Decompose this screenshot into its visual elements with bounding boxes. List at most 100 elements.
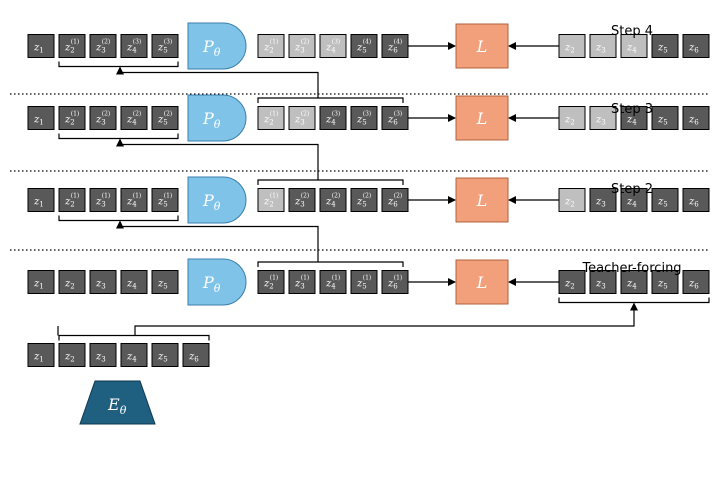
predictor-label: Pθ (202, 273, 221, 295)
output-cell-label: z2(1) (263, 111, 278, 127)
output-cell-label: z5(3) (356, 111, 371, 127)
output-cell-label: z6(1) (387, 275, 402, 291)
target-cell-label: z6 (688, 279, 699, 291)
input-bracket (58, 215, 179, 222)
output-bracket (257, 179, 404, 185)
target-cell-label: z6 (688, 115, 699, 127)
output-cell-label: z6(2) (387, 193, 402, 209)
target-bracket (558, 297, 710, 304)
target-cell-label: z3 (595, 43, 606, 55)
output-cell-box (381, 270, 409, 294)
input-cell-box (27, 188, 55, 212)
target-cell-box (651, 34, 679, 58)
input-cell-label: z5 (157, 279, 168, 291)
output-cell-box (350, 270, 378, 294)
target-cell-box (682, 34, 710, 58)
input-cell-box (151, 188, 179, 212)
output-cell-box (288, 270, 316, 294)
target-cell-label: z6 (688, 197, 699, 209)
input-cell-label: z5(1) (157, 193, 172, 209)
loss-box (455, 95, 509, 141)
predictor-shape (187, 176, 247, 224)
target-cell-box (682, 106, 710, 130)
output-cell-label: z4(1) (325, 275, 340, 291)
output-cell-box (257, 188, 285, 212)
target-cell-label: z5 (657, 115, 668, 127)
target-cell-label: z6 (688, 43, 699, 55)
loss-label: L (476, 191, 488, 210)
encoded-cell-label: z3 (95, 352, 106, 364)
input-cell-label: z2(1) (64, 39, 79, 55)
encoded-cell-box (89, 343, 117, 367)
input-cell-label: z4(1) (126, 193, 141, 209)
target-cell-label: z4 (626, 115, 637, 127)
target-cell-label: z3 (595, 115, 606, 127)
target-cell-box (620, 34, 648, 58)
input-cell-label: z2(1) (64, 193, 79, 209)
input-cell-label: z2(1) (64, 111, 79, 127)
output-cell-box (350, 106, 378, 130)
output-cell-label: z3(1) (294, 275, 309, 291)
predictor-shape (187, 258, 247, 306)
input-cell-label: z5(2) (157, 111, 172, 127)
loss-box (455, 177, 509, 223)
input-cell-box (58, 270, 86, 294)
input-cell-box (27, 106, 55, 130)
output-cell-box (350, 188, 378, 212)
output-cell-label: z3(2) (294, 111, 309, 127)
target-cell-label: z5 (657, 197, 668, 209)
feedback-arrow (116, 220, 319, 262)
target-cell-box (558, 106, 586, 130)
encoded-cell-box (27, 343, 55, 367)
input-cell-box (58, 188, 86, 212)
output-cell-box (319, 270, 347, 294)
target-cell-box (620, 106, 648, 130)
input-bracket (58, 133, 179, 140)
encoder-shape (79, 380, 156, 425)
step-label: Step 3 (611, 102, 653, 117)
target-cell-label: z4 (626, 279, 637, 291)
input-cell-box (89, 188, 117, 212)
step-label: Teacher-forcing (581, 261, 681, 276)
encoded-cell-label: z6 (188, 352, 199, 364)
target-cell-label: z3 (595, 279, 606, 291)
output-cell-box (319, 106, 347, 130)
output-cell-label: z4(2) (325, 193, 340, 209)
output-bracket (257, 261, 404, 267)
target-cell-label: z5 (657, 43, 668, 55)
target-cell-box (651, 270, 679, 294)
output-cell-label: z2(1) (263, 275, 278, 291)
target-cell-label: z2 (564, 43, 575, 55)
target-cell-label: z5 (657, 279, 668, 291)
output-cell-box (350, 34, 378, 58)
predictor-label: Pθ (202, 191, 221, 213)
output-cell-label: z6(3) (387, 111, 402, 127)
output-cell-label: z4(3) (325, 111, 340, 127)
target-cell-box (620, 188, 648, 212)
target-cell-box (558, 34, 586, 58)
output-cell-box (319, 188, 347, 212)
target-cell-box (589, 34, 617, 58)
input-cell-box (89, 270, 117, 294)
encoded-cell-box (58, 343, 86, 367)
input-cell-box (151, 270, 179, 294)
input-cell-box (27, 270, 55, 294)
target-cell-label: z2 (564, 197, 575, 209)
predictor-shape (187, 22, 247, 70)
target-cell-box (682, 270, 710, 294)
target-cell-box (558, 188, 586, 212)
input-cell-label: z3(2) (95, 111, 110, 127)
output-cell-label: z4(3) (325, 39, 340, 55)
output-cell-label: z3(2) (294, 39, 309, 55)
target-cell-box (651, 106, 679, 130)
target-cell-label: z2 (564, 115, 575, 127)
output-cell-label: z5(4) (356, 39, 371, 55)
input-cell-box (120, 270, 148, 294)
input-cell-box (89, 106, 117, 130)
output-cell-box (288, 34, 316, 58)
loss-label: L (476, 273, 488, 292)
input-cell-label: z1 (33, 115, 44, 127)
input-cell-box (151, 34, 179, 58)
loss-label: L (476, 37, 488, 56)
